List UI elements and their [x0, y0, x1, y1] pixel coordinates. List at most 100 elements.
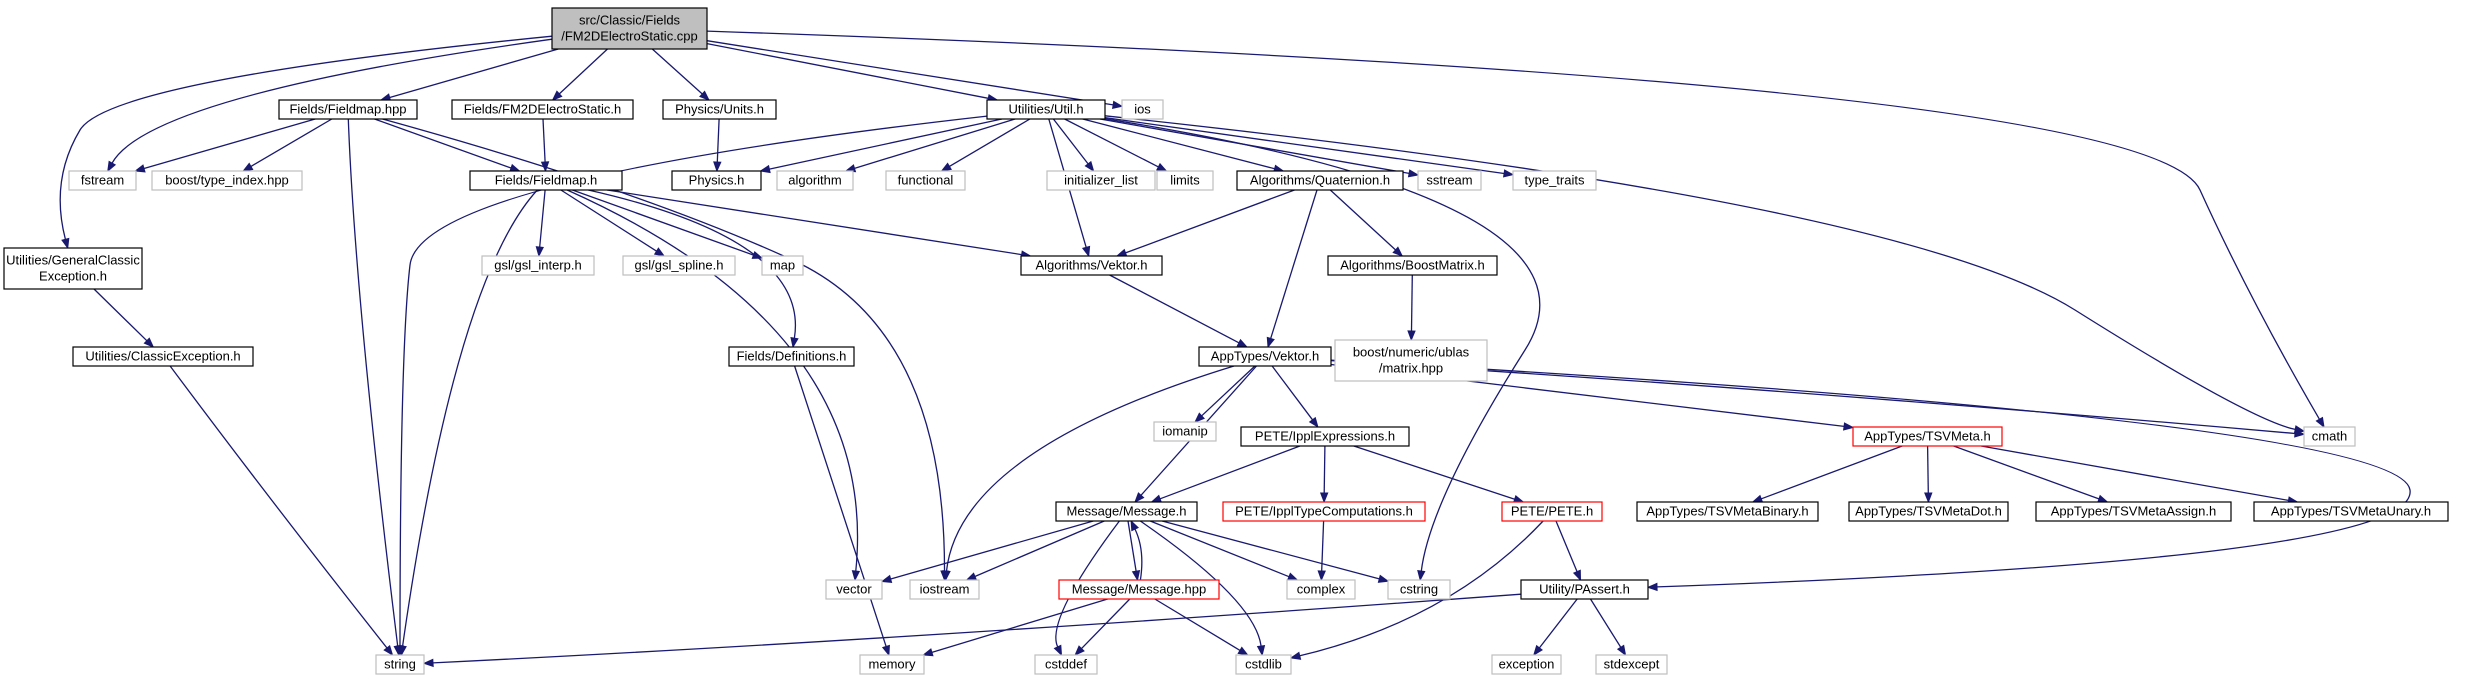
node-passert-h[interactable]: Utility/PAssert.h	[1520, 579, 1649, 600]
node-box	[1512, 170, 1597, 191]
edge-fieldmap_hpp-to-fieldmap_h	[374, 118, 512, 169]
node-ippl-expr-h[interactable]: PETE/IpplExpressions.h	[1240, 426, 1410, 447]
node-root[interactable]: src/Classic/Fields/FM2DElectroStatic.cpp	[551, 7, 708, 50]
edge-arrowhead	[1308, 416, 1319, 429]
node-label: /matrix.hpp	[1379, 361, 1443, 376]
node-label: fstream	[81, 173, 124, 188]
node-cstring: cstring	[1387, 579, 1451, 600]
node-box	[68, 170, 137, 191]
node-label: limits	[1170, 173, 1200, 188]
edge-fieldmap_hpp-to-fstream	[143, 118, 316, 170]
edge-arrowhead	[921, 648, 934, 657]
node-box	[451, 99, 634, 120]
node-label: cstring	[1400, 582, 1438, 597]
edge-util_h-to-cstring	[1104, 118, 1541, 572]
edge-tsvmeta_h-to-tsv_assign	[1953, 445, 2100, 500]
node-memory: memory	[859, 654, 925, 675]
edge-ippl_type_h-to-complex	[1321, 520, 1325, 572]
edge-root-to-fstream	[111, 38, 553, 164]
node-box	[1491, 654, 1562, 675]
node-box	[1121, 99, 1164, 120]
node-box	[1520, 579, 1649, 600]
node-label: complex	[1297, 582, 1346, 597]
edge-arrowhead	[383, 644, 394, 657]
edge-arrowhead	[1084, 160, 1095, 173]
node-label: ios	[1134, 102, 1151, 117]
node-boostmatrix-h[interactable]: Algorithms/BoostMatrix.h	[1327, 255, 1498, 276]
edge-arrowhead	[759, 164, 771, 174]
node-pete-h[interactable]: PETE/PETE.h	[1501, 501, 1603, 522]
node-label: src/Classic/Fields	[579, 13, 681, 28]
edge-util_h-to-cmath	[1104, 115, 2296, 431]
node-iostream: iostream	[909, 579, 980, 600]
node-fieldmap-h[interactable]: Fields/Fieldmap.h	[469, 170, 623, 191]
edge-arrowhead	[535, 246, 544, 258]
node-app-vektor-h[interactable]: AppTypes/Vektor.h	[1198, 346, 1332, 367]
node-box	[481, 255, 595, 276]
edge-arrowhead	[1407, 169, 1420, 178]
edge-arrowhead	[790, 336, 799, 349]
node-box	[469, 170, 623, 191]
edge-util_h-to-quaternion_h	[1082, 118, 1275, 170]
node-tsv-dot[interactable]: AppTypes/TSVMetaDot.h	[1848, 501, 2009, 522]
node-cmath: cmath	[2303, 426, 2356, 447]
node-label: /FM2DElectroStatic.cpp	[561, 29, 698, 44]
node-box	[986, 99, 1106, 120]
node-physics-h[interactable]: Physics.h	[671, 170, 762, 191]
node-box	[2253, 501, 2449, 522]
edge-util_h-to-algorithm	[854, 118, 1016, 170]
node-alg-vektor-h[interactable]: Algorithms/Vektor.h	[1020, 255, 1163, 276]
edge-arrowhead	[1532, 644, 1543, 657]
edge-arrowhead	[1417, 570, 1426, 582]
edge-util_h-to-type_traits	[1104, 117, 1505, 175]
edge-root-to-util_h	[706, 42, 989, 99]
node-label: AppTypes/TSVMeta.h	[1864, 429, 1990, 444]
node-tsv-unary[interactable]: AppTypes/TSVMetaUnary.h	[2253, 501, 2449, 522]
edge-util_h-to-limits	[1064, 118, 1159, 168]
node-stdexcept: stdexcept	[1595, 654, 1668, 675]
edge-arrowhead	[1843, 422, 1855, 431]
node-defs-h[interactable]: Fields/Definitions.h	[728, 346, 855, 367]
node-label: memory	[869, 657, 916, 672]
node-tsv-assign[interactable]: AppTypes/TSVMetaAssign.h	[2035, 501, 2232, 522]
node-gsl-spline: gsl/gsl_spline.h	[622, 255, 736, 276]
node-util-h[interactable]: Utilities/Util.h	[986, 99, 1106, 120]
node-fm2d-h[interactable]: Fields/FM2DElectroStatic.h	[451, 99, 634, 120]
node-label: sstream	[1426, 173, 1472, 188]
edge-arrowhead	[751, 250, 764, 259]
node-string: string	[375, 654, 425, 675]
edge-arrowhead	[1317, 570, 1326, 582]
node-ce-h[interactable]: Utilities/ClassicException.h	[72, 346, 254, 367]
edge-app_vektor_h-to-iomanip	[1201, 365, 1256, 417]
node-quaternion-h[interactable]: Algorithms/Quaternion.h	[1236, 170, 1404, 191]
node-box	[1055, 501, 1198, 522]
node-label: initializer_list	[1064, 173, 1138, 188]
node-cstdlib: cstdlib	[1235, 654, 1292, 675]
node-box	[761, 255, 804, 276]
node-label: Algorithms/Vektor.h	[1036, 258, 1148, 273]
node-tsv-binary[interactable]: AppTypes/TSVMetaBinary.h	[1636, 501, 1819, 522]
node-units-h[interactable]: Physics/Units.h	[662, 99, 777, 120]
node-label: PETE/PETE.h	[1511, 504, 1593, 519]
node-message-hpp[interactable]: Message/Message.hpp	[1058, 579, 1220, 600]
node-fieldmap-hpp[interactable]: Fields/Fieldmap.hpp	[278, 99, 418, 120]
node-gsl-interp: gsl/gsl_interp.h	[481, 255, 595, 276]
node-label: boost/type_index.hpp	[165, 173, 289, 188]
node-label: Algorithms/BoostMatrix.h	[1340, 258, 1485, 273]
node-label: Fields/FM2DElectroStatic.h	[464, 102, 622, 117]
edge-quaternion_h-to-alg_vektor_h	[1125, 189, 1295, 254]
edge-arrowhead	[1111, 100, 1124, 109]
edge-fieldmap_h-to-map	[572, 189, 754, 256]
node-tsvmeta-h[interactable]: AppTypes/TSVMeta.h	[1852, 426, 2003, 447]
edge-fieldmap_h-to-alg_vektor_h	[606, 189, 1022, 256]
edge-fm2d_h-to-fieldmap_h	[542, 118, 546, 163]
node-type-index: boost/type_index.hpp	[151, 170, 303, 191]
node-box	[375, 654, 425, 675]
edge-passert_h-to-stdexcept	[1589, 598, 1622, 648]
node-label: Utilities/Util.h	[1008, 102, 1083, 117]
edge-arrowhead	[1256, 645, 1266, 657]
node-message-h[interactable]: Message/Message.h	[1055, 501, 1198, 522]
node-exception: exception	[1491, 654, 1562, 675]
node-ippl-type-h[interactable]: PETE/IpplTypeComputations.h	[1222, 501, 1426, 522]
